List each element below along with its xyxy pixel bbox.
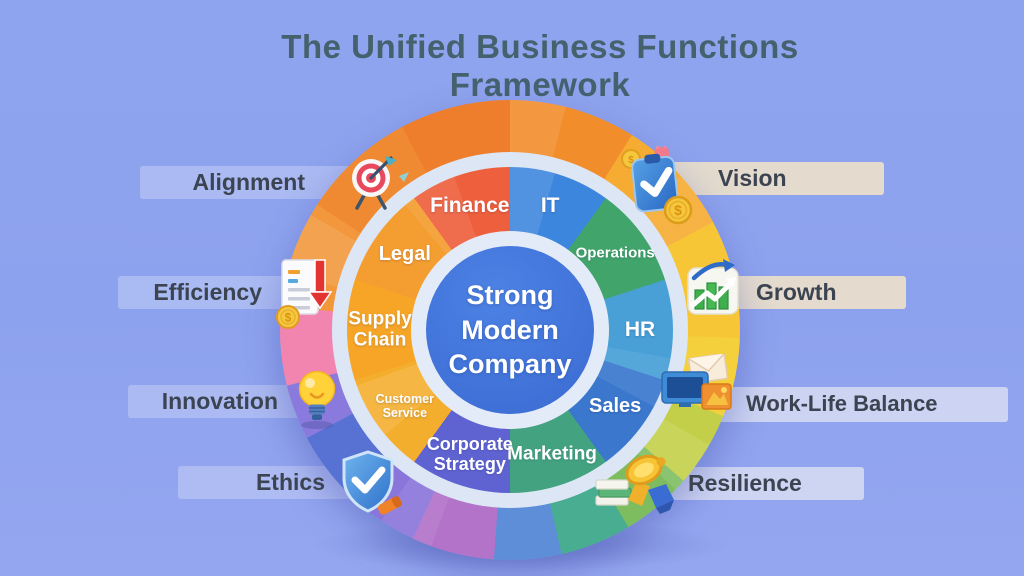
callout-label-growth: Growth bbox=[756, 279, 837, 305]
svg-text:$: $ bbox=[674, 202, 682, 218]
wheel-function-operations: Operations bbox=[575, 244, 655, 262]
wheel-function-corporate-strategy: Corporate Strategy bbox=[426, 433, 513, 474]
wheel-function-customer-service: Customer Service bbox=[375, 392, 434, 421]
center-circle: Strong Modern Company bbox=[426, 246, 594, 414]
callout-label-ethics: Ethics bbox=[255, 469, 325, 495]
clipboard-check-icon: $ $ bbox=[618, 143, 694, 228]
svg-text:$: $ bbox=[628, 155, 634, 166]
bar-chart-icon bbox=[684, 256, 744, 318]
wheel-function-legal: Legal bbox=[378, 242, 431, 265]
wheel-function-it: IT bbox=[540, 194, 560, 218]
callout-label-innovation: Innovation bbox=[161, 388, 278, 414]
callout-label-resilience: Resilience bbox=[688, 470, 802, 496]
wheel-function-sales: Sales bbox=[589, 395, 642, 418]
target-icon bbox=[333, 150, 409, 216]
svg-text:$: $ bbox=[285, 311, 292, 325]
page-title: The Unified Business Functions Framework bbox=[281, 28, 799, 103]
wheel-function-supply-chain: Supply Chain bbox=[348, 308, 412, 351]
wheel-function-finance: Finance bbox=[430, 194, 510, 218]
callout-label-work-life-balance: Work-Life Balance bbox=[746, 391, 938, 416]
callout-label-vision: Vision bbox=[718, 165, 787, 191]
wheel-function-marketing: Marketing bbox=[507, 442, 597, 464]
shield-check-icon bbox=[338, 448, 404, 520]
callout-label-efficiency: Efficiency bbox=[153, 279, 262, 305]
callout-label-alignment: Alignment bbox=[192, 169, 305, 195]
wheel-function-hr: HR bbox=[624, 318, 656, 342]
lightbulb-icon bbox=[290, 366, 344, 430]
trophy-books-icon bbox=[592, 444, 684, 518]
center-label: Strong Modern Company bbox=[448, 280, 572, 380]
devices-photo-icon bbox=[660, 353, 742, 420]
cost-report-icon: $ bbox=[274, 256, 334, 330]
